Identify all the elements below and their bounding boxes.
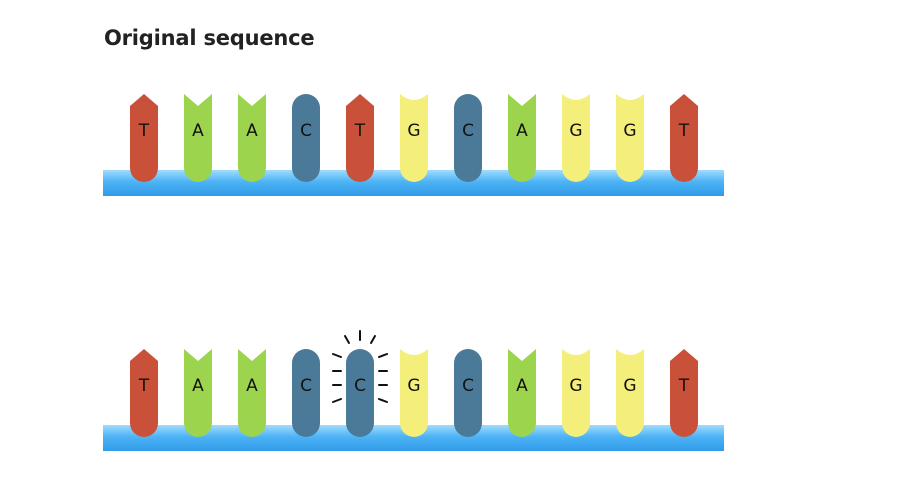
base-letter: T — [138, 121, 150, 141]
base-letter: C — [300, 376, 312, 396]
base-shape — [454, 94, 482, 182]
nucleotide-G: G — [400, 94, 428, 182]
base-letter: G — [623, 121, 636, 141]
nucleotide-A: A — [508, 349, 536, 437]
base-shape — [400, 349, 428, 437]
base-shape — [400, 94, 428, 182]
nucleotide-C: C — [454, 349, 482, 437]
base-letter: T — [354, 121, 366, 141]
base-shape — [130, 94, 158, 182]
base-shape — [616, 349, 644, 437]
base-letter: C — [354, 376, 366, 396]
nucleotide-C: C — [346, 349, 374, 437]
base-letter: G — [569, 121, 582, 141]
nucleotide-C: C — [292, 94, 320, 182]
nucleotide-A: A — [184, 94, 212, 182]
nucleotide-G: G — [562, 349, 590, 437]
base-letter: A — [192, 376, 204, 396]
nucleotide-G: G — [616, 349, 644, 437]
nucleotide-C: C — [454, 94, 482, 182]
nucleotide-G: G — [616, 94, 644, 182]
strands: T A A C T G C A G G T T A A C C G C A G G T — [103, 94, 724, 451]
nucleotide-A: A — [238, 94, 266, 182]
base-shape — [508, 94, 536, 182]
base-letter: G — [407, 376, 420, 396]
base-letter: T — [678, 376, 690, 396]
base-letter: C — [462, 376, 474, 396]
nucleotide-A: A — [238, 349, 266, 437]
nucleotide-T: T — [346, 94, 374, 182]
nucleotide-G: G — [400, 349, 428, 437]
base-letter: G — [569, 376, 582, 396]
base-shape — [346, 94, 374, 182]
nucleotide-T: T — [670, 349, 698, 437]
mutation-highlight — [332, 330, 388, 403]
nucleotide-T: T — [130, 94, 158, 182]
base-letter: T — [138, 376, 150, 396]
base-shape — [292, 94, 320, 182]
base-letter: A — [246, 121, 258, 141]
base-shape — [238, 349, 266, 437]
base-shape — [238, 94, 266, 182]
base-letter: C — [462, 121, 474, 141]
nucleotide-G: G — [562, 94, 590, 182]
base-shape — [292, 349, 320, 437]
base-letter: C — [300, 121, 312, 141]
base-letter: A — [516, 121, 528, 141]
base-shape — [184, 94, 212, 182]
base-shape — [454, 349, 482, 437]
base-letter: T — [678, 121, 690, 141]
base-letter: A — [192, 121, 204, 141]
nucleotide-A: A — [508, 94, 536, 182]
nucleotide-C: C — [292, 349, 320, 437]
nucleotide-A: A — [184, 349, 212, 437]
base-letter: G — [407, 121, 420, 141]
base-shape — [616, 94, 644, 182]
nucleotide-T: T — [130, 349, 158, 437]
base-shape — [130, 349, 158, 437]
nucleotide-T: T — [670, 94, 698, 182]
base-shape — [346, 349, 374, 437]
base-shape — [184, 349, 212, 437]
diagram-title: Original sequence — [104, 26, 315, 50]
base-shape — [670, 94, 698, 182]
base-letter: G — [623, 376, 636, 396]
base-shape — [562, 94, 590, 182]
base-shape — [562, 349, 590, 437]
base-shape — [670, 349, 698, 437]
base-letter: A — [246, 376, 258, 396]
base-shape — [508, 349, 536, 437]
base-letter: A — [516, 376, 528, 396]
